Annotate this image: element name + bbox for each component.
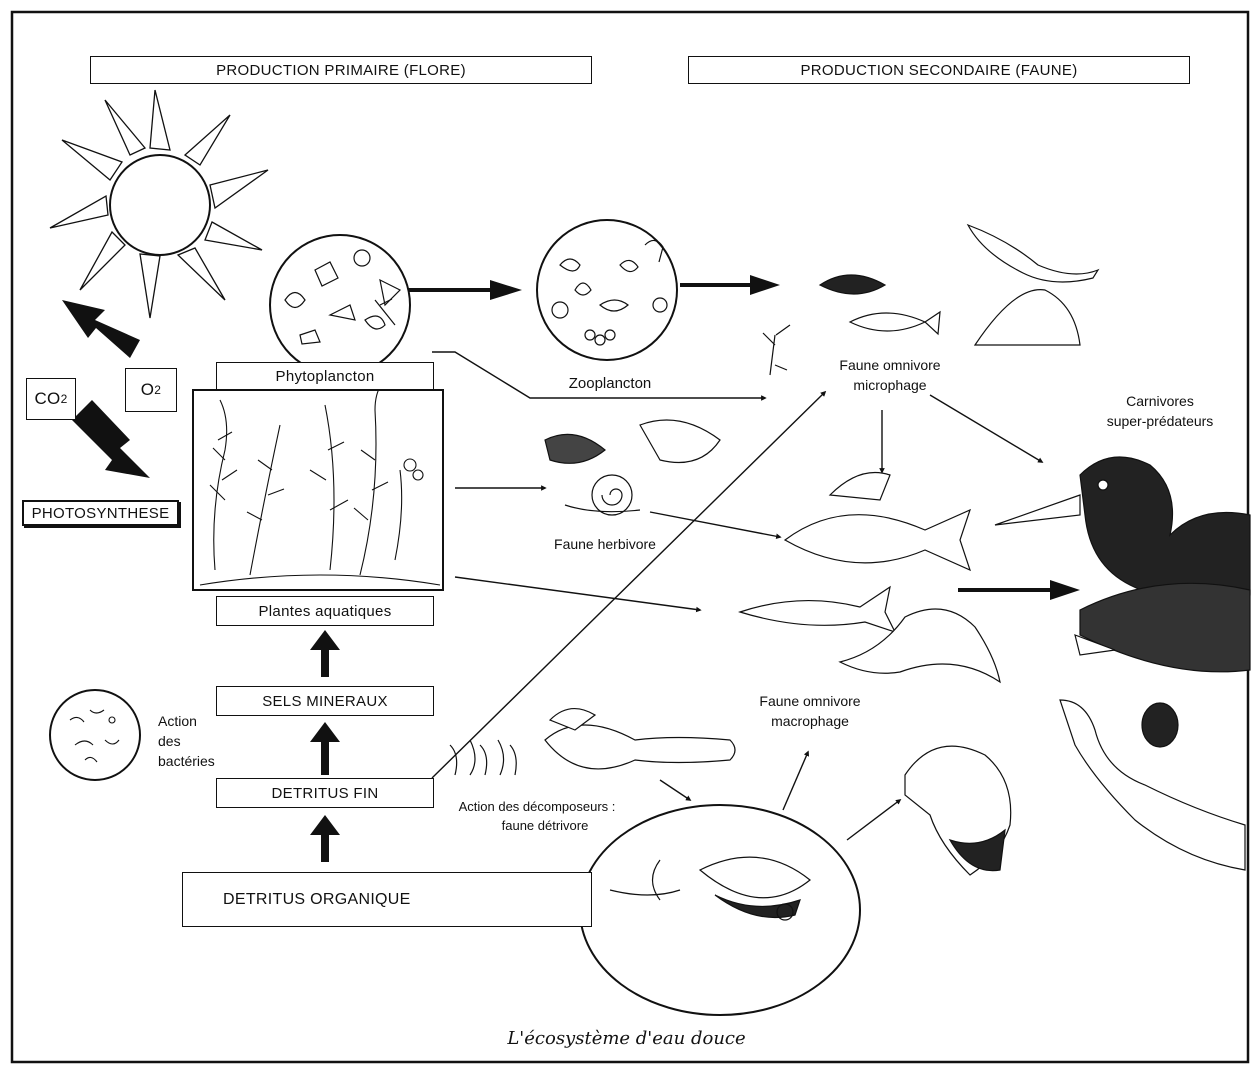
faune-herbivore-label: Faune herbivore — [554, 536, 656, 552]
sun-icon — [49, 89, 269, 319]
faune-omnivore-microphage-label-1: Faune omnivore — [839, 357, 941, 373]
detritus-organique-box: DETRITUS ORGANIQUE — [182, 872, 592, 927]
co2-arrow — [72, 400, 150, 478]
o2-label: O — [140, 380, 155, 399]
catfish-icon — [738, 585, 897, 634]
hydra-icon — [762, 324, 791, 376]
figure-caption: L'écosystème d'eau douce — [507, 1028, 746, 1049]
beetle-icon — [1141, 702, 1179, 748]
bacteries-label-3: bactéries — [158, 753, 215, 769]
thin-arrows — [431, 351, 1044, 841]
zooplancton-circle — [536, 219, 678, 361]
zooplancton-label: Zooplancton — [568, 375, 652, 392]
fish-small-icon — [818, 274, 887, 295]
sels-mineraux-box: SELS MINERAUX — [216, 686, 434, 716]
worms-icon — [449, 739, 517, 776]
detritus-fin-box: DETRITUS FIN — [216, 778, 434, 808]
heron-icon — [1079, 456, 1251, 604]
co2-subscript: 2 — [60, 392, 68, 406]
decomposeurs-label-1: Action des décomposeurs : — [458, 799, 616, 814]
fish-microphage-icon — [848, 312, 927, 332]
plantes-box: Plantes aquatiques — [216, 596, 434, 626]
shell-icon — [973, 289, 1081, 346]
bacteries-label-1: Action — [158, 713, 197, 729]
decomposeurs-label-2: faune détrivore — [501, 818, 589, 833]
faune-omnivore-macrophage-label-2: macrophage — [771, 713, 849, 729]
aquatic-plants-drawing — [199, 379, 441, 586]
carnivores-label-1: Carnivores — [1126, 393, 1194, 409]
plantes-panel — [192, 389, 444, 591]
pike-icon — [1079, 582, 1251, 673]
detritus-ellipse — [579, 804, 861, 1016]
perch-icon — [783, 508, 971, 572]
bacteries-label-2: des — [158, 733, 181, 749]
header-primary: PRODUCTION PRIMAIRE (FLORE) — [90, 56, 592, 84]
phytoplancton-box: Phytoplancton — [216, 362, 434, 390]
duck-icon — [838, 608, 1001, 684]
o2-arrow — [62, 300, 140, 358]
mole-icon — [639, 419, 721, 464]
phytoplancton-circle — [269, 234, 411, 376]
faune-omnivore-macrophage-label-1: Faune omnivore — [759, 693, 861, 709]
thick-arrows — [310, 275, 1080, 862]
o2-subscript: 2 — [154, 383, 162, 397]
co2-label: CO — [34, 389, 61, 408]
bacteria-circle — [49, 689, 141, 781]
snake-icon — [1059, 699, 1246, 871]
crayfish-icon — [544, 724, 736, 770]
newt-icon — [966, 223, 1100, 283]
faune-omnivore-microphage-label-2: microphage — [853, 377, 927, 393]
header-secondary: PRODUCTION SECONDAIRE (FAUNE) — [688, 56, 1190, 84]
carnivores-label-2: super-prédateurs — [1106, 413, 1214, 429]
snail-icon — [591, 474, 633, 516]
water-snail-icon — [544, 433, 606, 464]
photosynthese-box: PHOTOSYNTHESE — [22, 500, 179, 526]
